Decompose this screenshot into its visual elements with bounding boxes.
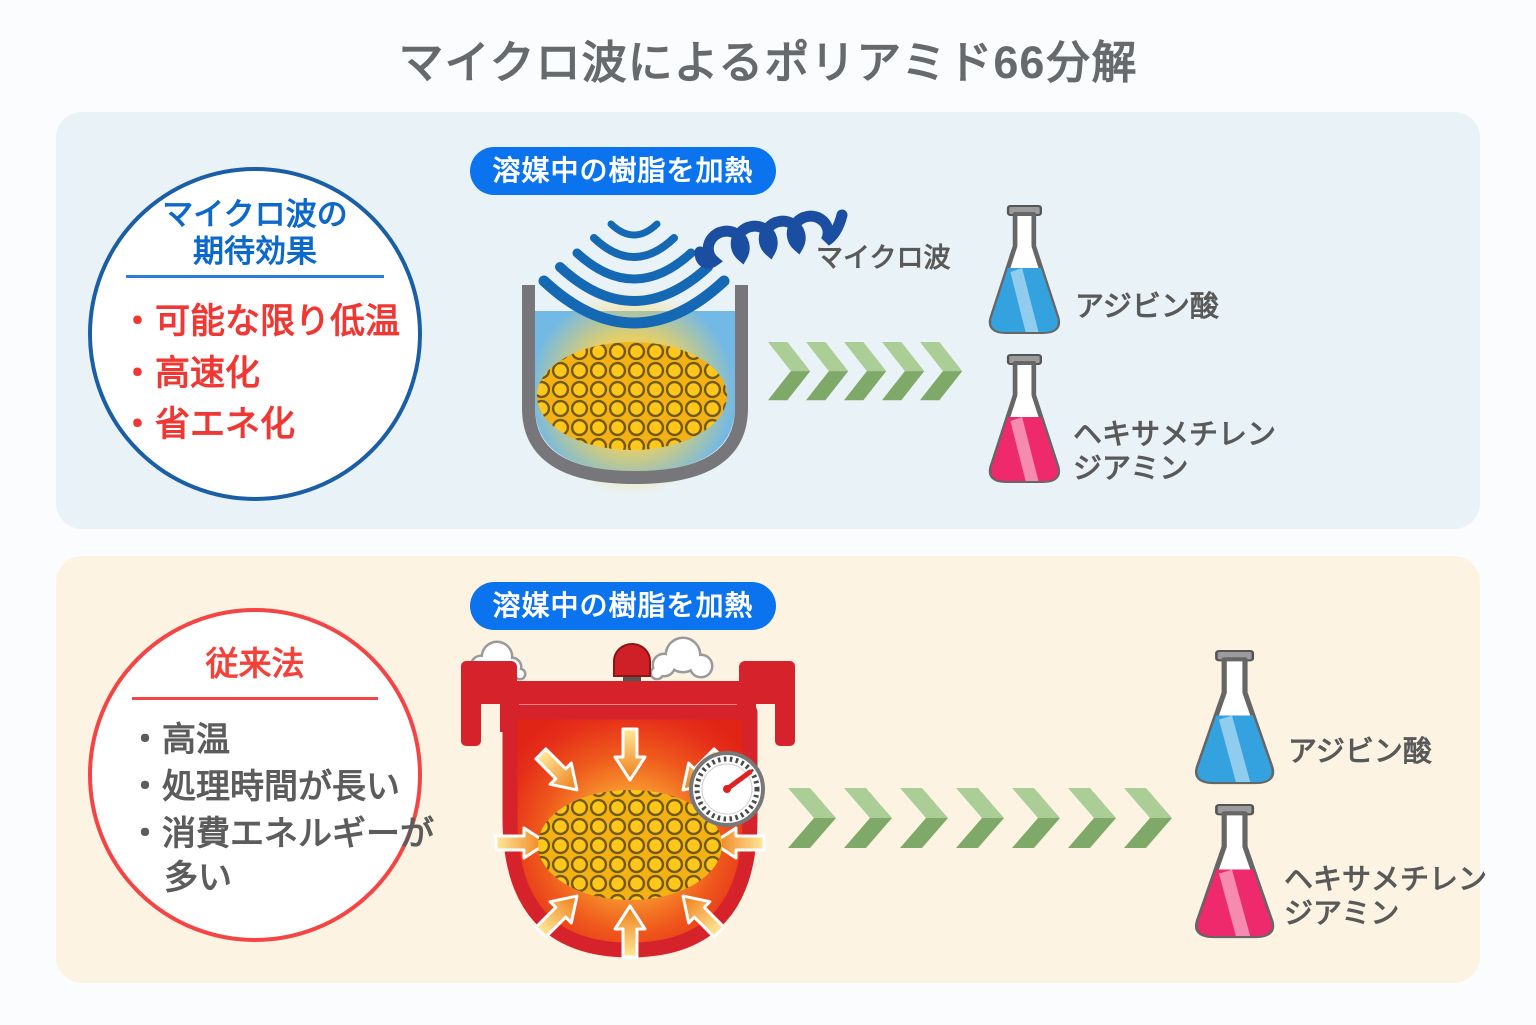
drawback-item: ・処理時間が長い (128, 768, 400, 806)
hexamethylenediamine-label: ヘキサメチレン ジアミン (1073, 419, 1277, 486)
conventional-method-bubble: 従来法 ・高温 ・処理時間が長い ・消費エネルギーが多い (88, 608, 434, 942)
bubble-divider (126, 275, 384, 278)
adipic-acid-label: アジビン酸 (1075, 291, 1219, 323)
microwave-label: マイクロ波 (816, 243, 951, 273)
benefit-item: ・省エネ化 (120, 405, 296, 444)
drawback-item: ・消費エネルギーが多い (128, 815, 434, 898)
adipic-acid-label: アジビン酸 (1288, 736, 1432, 768)
benefit-item: ・可能な限り低温 (120, 302, 401, 341)
bubble-title: 従来法 (205, 645, 305, 682)
hexamethylenediamine-label: ヘキサメチレン ジアミン (1284, 864, 1488, 931)
drawback-item: ・高温 (128, 721, 230, 759)
page-title: マイクロ波によるポリアミド66分解 (398, 37, 1138, 88)
benefit-item: ・高速化 (120, 354, 261, 393)
heating-method-badge: 溶媒中の樹脂を加熱 (470, 147, 776, 195)
heating-method-badge: 溶媒中の樹脂を加熱 (470, 582, 776, 630)
bubble-divider (132, 697, 378, 700)
bubble-title: マイクロ波の 期待効果 (162, 197, 348, 269)
microwave-benefits-bubble: マイクロ波の 期待効果 ・可能な限り低温 ・高速化 ・省エネ化 (88, 167, 422, 501)
